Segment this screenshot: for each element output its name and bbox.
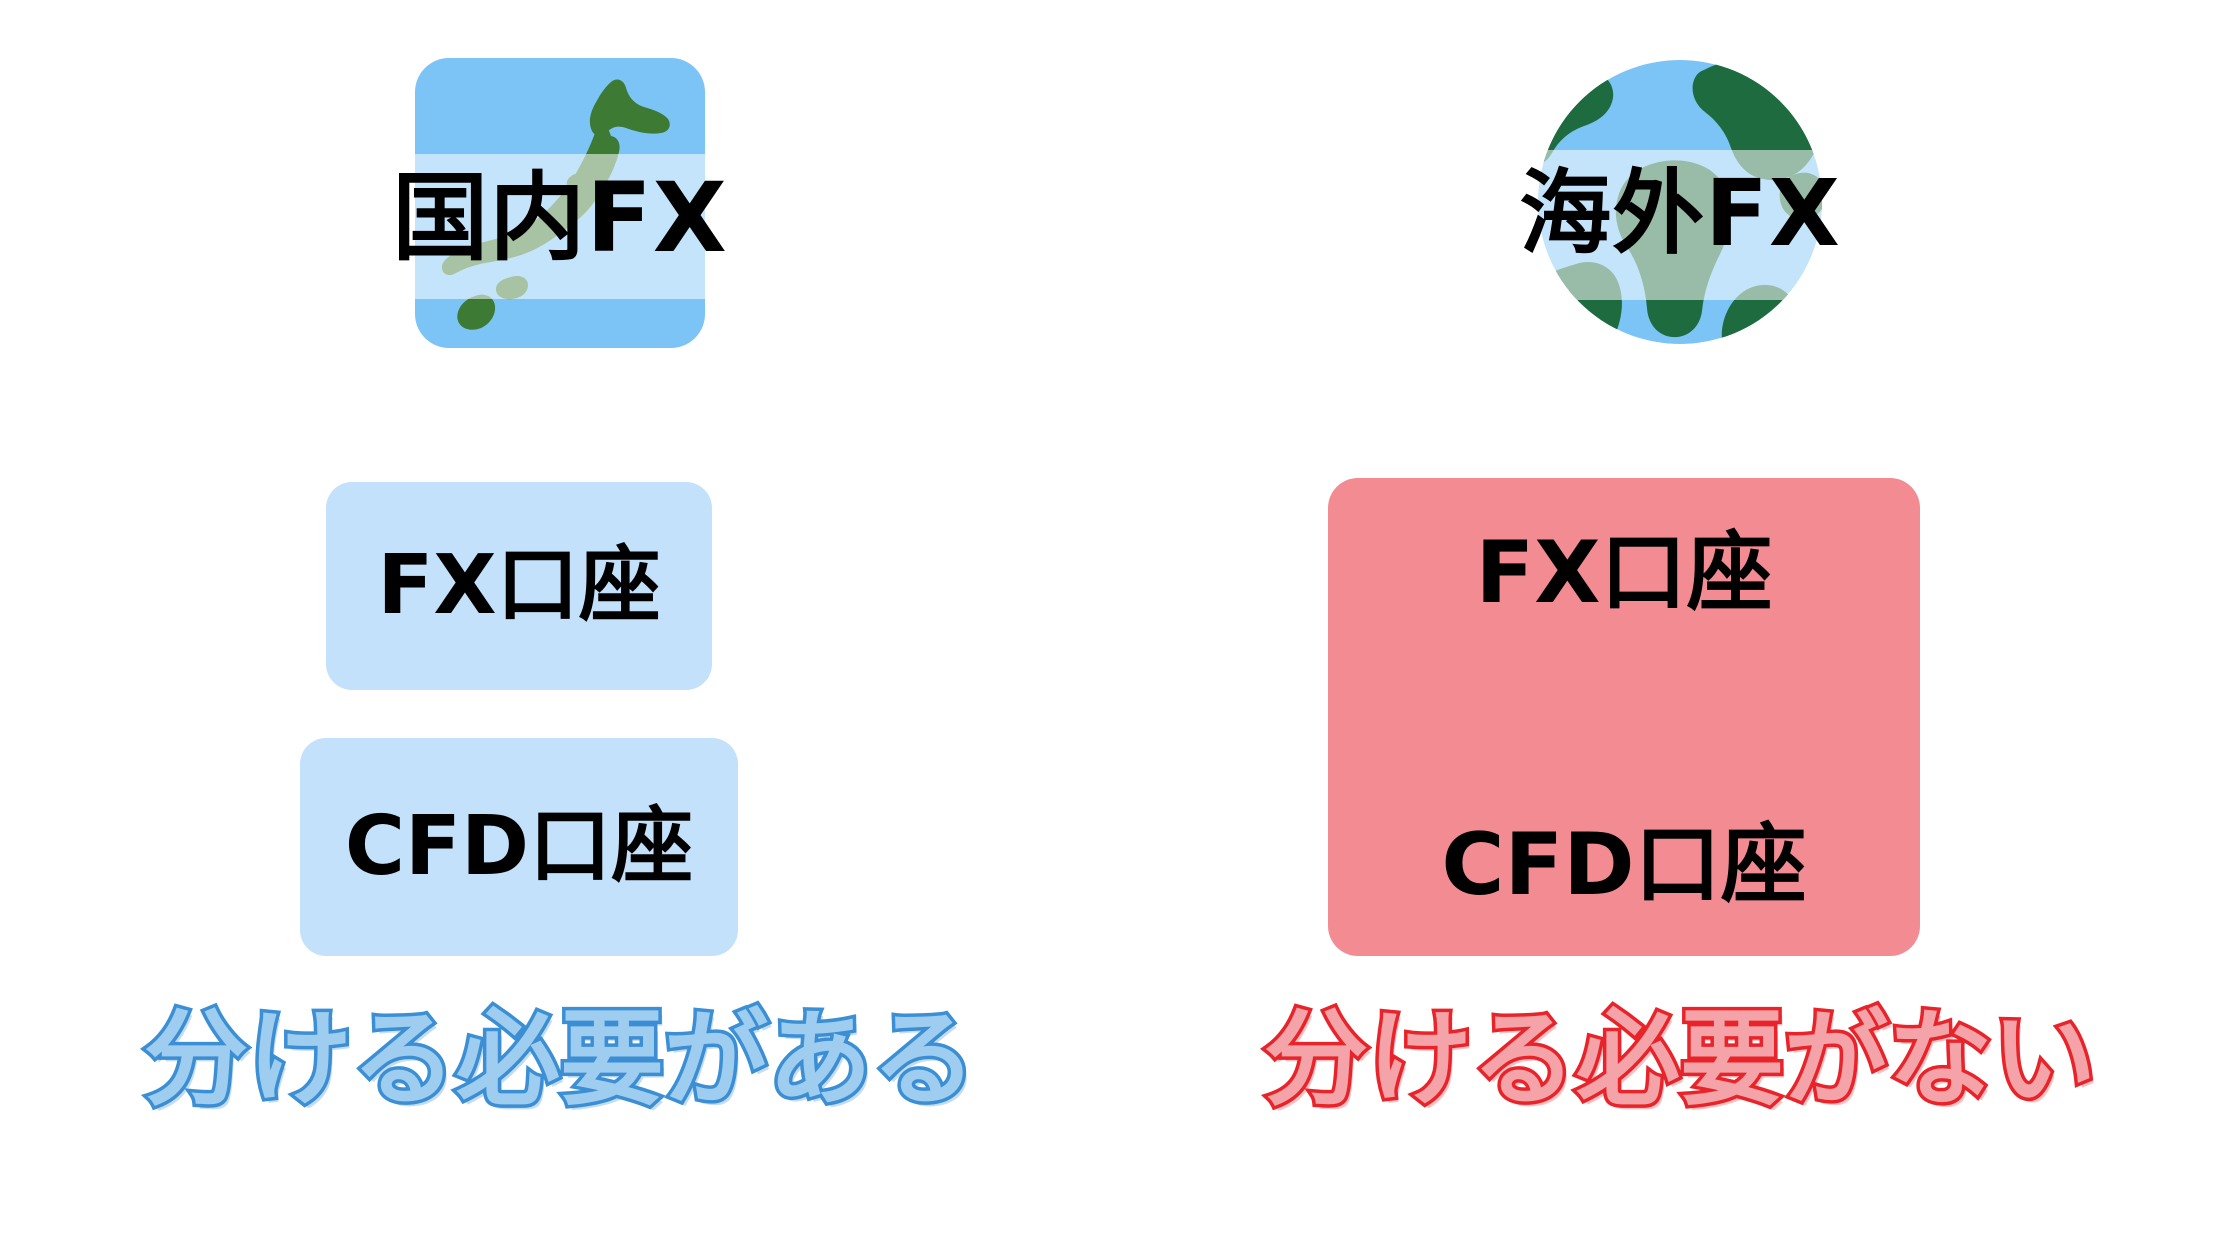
japan-map-icon: 国内FX	[392, 58, 727, 348]
chip-label: FX口座	[1475, 523, 1773, 623]
caption-domestic: 分ける必要がある	[0, 998, 1120, 1120]
domestic-fx-column: 国内FX FX口座 CFD口座 分ける必要がある	[0, 58, 1120, 1120]
page-title-domestic: 国内FX	[392, 162, 728, 274]
globe-icon-graphic	[1538, 60, 1822, 344]
chip-label: CFD口座	[344, 799, 694, 894]
panel-combined-account-overseas: FX口座 CFD口座	[1328, 478, 1920, 956]
overseas-fx-column: 海外FX FX口座 CFD口座 分ける必要がない	[1120, 0, 2240, 1260]
chip-fx-account-domestic: FX口座	[326, 482, 712, 690]
japan-map-icon-graphic	[415, 58, 705, 348]
caption-text: 分ける必要がある	[140, 998, 979, 1120]
chip-label: CFD口座	[1441, 815, 1807, 915]
chip-cfd-account-domestic: CFD口座	[300, 738, 738, 956]
caption-overseas: 分ける必要がない	[1120, 998, 2240, 1120]
caption-text: 分ける必要がない	[1260, 998, 2099, 1120]
globe-icon: 海外FX	[1519, 56, 1840, 348]
chip-label: FX口座	[377, 538, 661, 633]
page-title-overseas: 海外FX	[1519, 160, 1841, 267]
